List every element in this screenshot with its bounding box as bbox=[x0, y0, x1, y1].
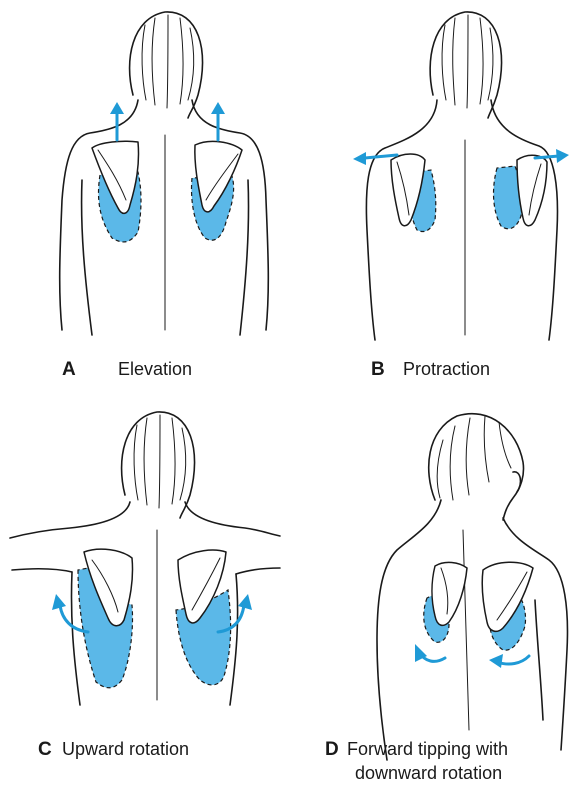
caption-c: C Upward rotation bbox=[38, 738, 52, 761]
caption-d: D Forward tipping with downward rotation bbox=[325, 738, 339, 761]
panel-letter: B bbox=[371, 359, 385, 380]
panel-b-protraction: B Protraction bbox=[285, 0, 571, 400]
figure-a-back-view bbox=[0, 0, 285, 400]
panel-d-forward-tipping: D Forward tipping with downward rotation bbox=[285, 400, 571, 808]
hair-lines bbox=[442, 15, 493, 108]
arm-line bbox=[535, 600, 543, 720]
shoulders-outline bbox=[377, 500, 567, 760]
ear-outline bbox=[513, 472, 520, 492]
figure-b-back-view bbox=[285, 0, 571, 400]
panel-label: Elevation bbox=[118, 358, 192, 380]
panel-label: Forward tipping with bbox=[347, 738, 508, 760]
panel-letter: A bbox=[62, 359, 76, 380]
neck-shoulders-outline bbox=[60, 100, 269, 330]
hair-lines bbox=[437, 416, 511, 500]
hair-lines bbox=[142, 15, 194, 108]
panel-letter: D bbox=[325, 739, 339, 760]
arrow-curve-right bbox=[489, 654, 529, 668]
panel-c-upward-rotation: C Upward rotation bbox=[0, 400, 285, 808]
panel-label-line2: downward rotation bbox=[355, 762, 502, 784]
raised-arms-outline bbox=[10, 502, 280, 574]
spine-line bbox=[463, 530, 469, 730]
hair-lines bbox=[134, 415, 186, 508]
caption-b: B Protraction bbox=[371, 358, 385, 381]
panel-label: Upward rotation bbox=[62, 738, 189, 760]
scapula-left bbox=[432, 562, 467, 625]
arrow-curve-left bbox=[415, 644, 445, 662]
panel-label: Protraction bbox=[403, 358, 490, 380]
arrow-up-right bbox=[211, 102, 225, 140]
panel-a-elevation: A Elevation bbox=[0, 0, 285, 400]
head-outline bbox=[429, 414, 524, 520]
panel-letter: C bbox=[38, 739, 52, 760]
caption-a: A Elevation bbox=[62, 358, 76, 381]
arrow-up-left bbox=[110, 102, 124, 140]
head-outline bbox=[122, 412, 195, 518]
